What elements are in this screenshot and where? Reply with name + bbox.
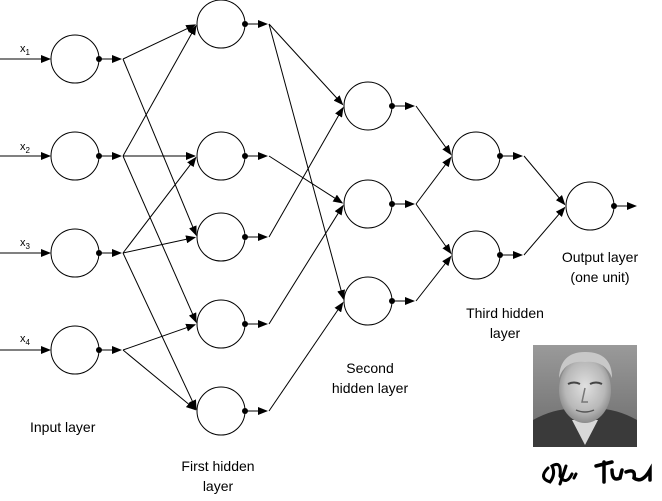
layer-labels: Input layer First hidden layer Second hi… xyxy=(30,249,638,494)
neuron-hidden2-3 xyxy=(343,276,393,326)
neuron-output-1 xyxy=(565,181,615,231)
neuron-hidden2-1 xyxy=(343,81,393,131)
neuron-hidden2-2 xyxy=(343,179,393,229)
neuron-output-dot-hidden1-3 xyxy=(242,234,248,240)
handwritten-signature xyxy=(542,460,652,486)
input-x3-label: x3 xyxy=(20,237,31,251)
first-hidden-layer-label-line1: First hidden xyxy=(181,458,254,474)
neuron-output-dot-input-4 xyxy=(96,347,102,353)
neuron-input-2 xyxy=(50,131,100,181)
neuron-hidden1-2 xyxy=(196,131,246,181)
input-labels: x1 x2 x3 x4 xyxy=(20,43,31,347)
edge-input-4-to-hidden1-4 xyxy=(122,323,197,351)
neuron-output-dot-hidden3-1 xyxy=(497,153,503,159)
edge-input-2-to-hidden1-1 xyxy=(122,24,197,157)
neuron-output-dot-input-2 xyxy=(96,153,102,159)
neuron-output-dot-input-1 xyxy=(96,56,102,62)
neuron-hidden3-2 xyxy=(451,230,501,280)
edge-hidden1-1-to-hidden2-1 xyxy=(268,23,344,106)
neuron-hidden1-1 xyxy=(196,0,246,49)
edge-hidden1-5-to-hidden2-3 xyxy=(268,301,344,412)
second-hidden-layer-label-line2: hidden layer xyxy=(332,380,409,396)
neuron-output-dot-hidden2-3 xyxy=(389,298,395,304)
neuron-output-dot-hidden1-2 xyxy=(242,153,248,159)
neuron-input-3 xyxy=(50,228,100,278)
third-hidden-layer-label-line2: layer xyxy=(490,325,521,341)
neuron-output-dot-hidden1-1 xyxy=(242,21,248,27)
edge-hidden1-4-to-hidden2-2 xyxy=(268,204,344,325)
input-layer-label: Input layer xyxy=(30,419,96,435)
output-layer-label-line2: (one unit) xyxy=(570,269,629,285)
neuron-hidden1-3 xyxy=(196,212,246,262)
edge-input-3-to-hidden1-3 xyxy=(122,235,197,254)
input-x1-label: x1 xyxy=(20,43,31,57)
edge-hidden2-2-to-hidden3-2 xyxy=(415,203,452,255)
edge-hidden2-3-to-hidden3-2 xyxy=(415,255,452,302)
neuron-output-dot-output-1 xyxy=(611,203,617,209)
first-hidden-layer-label-line2: layer xyxy=(203,478,234,494)
neuron-output-dot-hidden1-5 xyxy=(242,408,248,414)
neuron-input-1 xyxy=(50,34,100,84)
edge-input-2-to-hidden1-4 xyxy=(122,155,197,324)
edge-input-3-to-hidden1-5 xyxy=(122,252,197,411)
neuron-output-dot-hidden2-2 xyxy=(389,201,395,207)
input-x4-label: x4 xyxy=(20,333,31,347)
edge-input-1-to-hidden1-3 xyxy=(122,58,197,237)
edge-hidden1-1-to-hidden2-3 xyxy=(268,23,345,301)
second-hidden-layer-label-line1: Second xyxy=(346,360,393,376)
edge-hidden2-2-to-hidden3-1 xyxy=(415,156,452,205)
neuron-hidden3-1 xyxy=(451,131,501,181)
input-x2-label: x2 xyxy=(20,141,31,155)
edge-input-4-to-hidden1-5 xyxy=(122,349,197,411)
edge-hidden2-1-to-hidden3-1 xyxy=(415,105,452,156)
neurons xyxy=(50,0,617,436)
neuron-hidden1-5 xyxy=(196,386,246,436)
edge-hidden1-3-to-hidden2-1 xyxy=(268,106,344,238)
connections xyxy=(0,20,637,415)
neuron-output-dot-hidden2-1 xyxy=(389,103,395,109)
edge-hidden3-2-to-output-1 xyxy=(523,206,566,256)
output-layer-label-line1: Output layer xyxy=(562,249,639,265)
edge-hidden1-2-to-hidden2-2 xyxy=(268,155,344,204)
edge-hidden3-1-to-output-1 xyxy=(523,155,566,206)
neuron-output-dot-input-3 xyxy=(96,250,102,256)
neuron-hidden1-4 xyxy=(196,299,246,349)
neuron-output-dot-hidden3-2 xyxy=(497,252,503,258)
neuron-output-dot-hidden1-4 xyxy=(242,321,248,327)
portrait-photo xyxy=(533,345,637,447)
edge-input-3-to-hidden1-2 xyxy=(122,156,197,254)
edge-input-1-to-hidden1-1 xyxy=(122,24,197,60)
third-hidden-layer-label-line1: Third hidden xyxy=(466,305,544,321)
neuron-input-4 xyxy=(50,325,100,375)
